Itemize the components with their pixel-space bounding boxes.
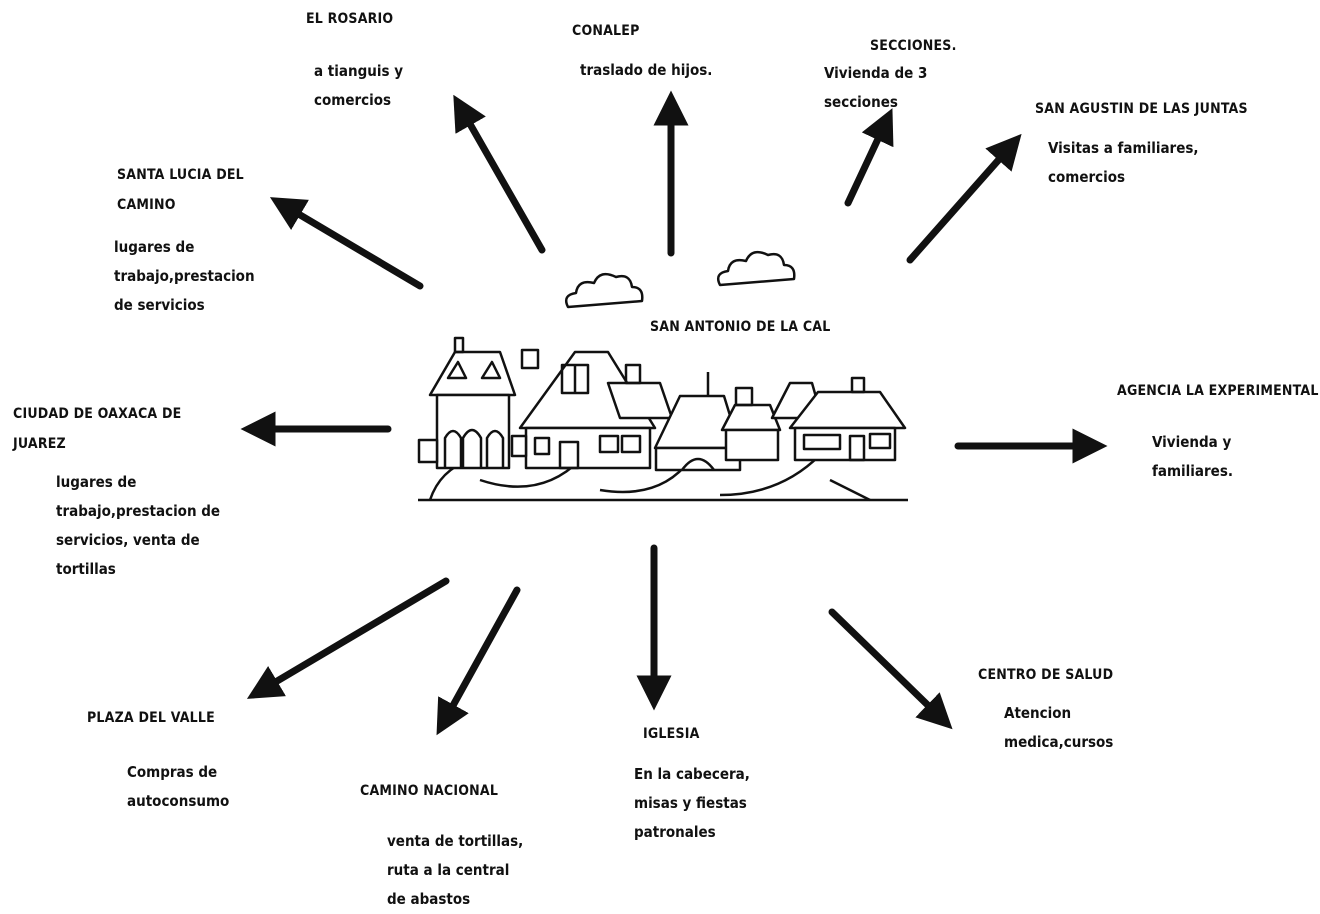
iglesia-title: IGLESIA — [643, 726, 700, 742]
conalep-title: CONALEP — [572, 23, 640, 39]
agencia-title: AGENCIA LA EXPERIMENTAL — [1117, 383, 1319, 399]
desc-line: Vivienda y — [1152, 433, 1232, 451]
desc-line: misas y fiestas — [634, 794, 747, 812]
desc-line: a tianguis y — [314, 62, 404, 80]
desc-line: de abastos — [387, 890, 471, 908]
plaza-valle-title: PLAZA DEL VALLE — [87, 710, 215, 726]
title-line: SANTA LUCIA DEL — [117, 167, 244, 183]
el-rosario-title: EL ROSARIO — [306, 11, 394, 27]
title-line: CIUDAD DE OAXACA DE — [13, 406, 182, 422]
desc-line: venta de tortillas, — [387, 832, 524, 850]
san-agustin-desc: Visitas a familiares, comercios — [1048, 134, 1199, 192]
iglesia-desc: En la cabecera, misas y fiestas patronal… — [634, 760, 750, 847]
desc-line: trabajo,prestacion — [114, 267, 255, 285]
desc-line: familiares. — [1152, 462, 1233, 480]
arrow-secciones — [844, 108, 894, 207]
village-illustration — [417, 250, 908, 502]
agencia-desc: Vivienda y familiares. — [1152, 428, 1233, 486]
desc-line: autoconsumo — [127, 792, 230, 810]
secciones-title: SECCIONES. — [870, 38, 957, 54]
centro-salud-title: CENTRO DE SALUD — [978, 667, 1114, 683]
el-rosario-desc: a tianguis y comercios — [314, 57, 403, 115]
santa-lucia-title: SANTA LUCIA DEL CAMINO — [117, 160, 244, 220]
arrow-santa-lucia — [269, 197, 424, 290]
title-line: CAMINO — [117, 197, 176, 213]
desc-line: lugares de — [56, 473, 137, 491]
plaza-valle-desc: Compras de autoconsumo — [127, 758, 229, 816]
arrow-camino-nacional — [436, 586, 521, 736]
cloud-icon — [717, 250, 796, 287]
center-title: SAN ANTONIO DE LA CAL — [650, 319, 831, 335]
desc-line: Vivienda de 3 — [824, 64, 928, 82]
desc-line: comercios — [1048, 168, 1126, 186]
centro-salud-desc: Atencion medica,cursos — [1004, 699, 1113, 757]
desc-line: de servicios — [114, 296, 205, 314]
camino-nacional-desc: venta de tortillas, ruta a la central de… — [387, 827, 523, 914]
san-agustin-title: SAN AGUSTIN DE LAS JUNTAS — [1035, 101, 1248, 117]
cloud-icon — [565, 272, 644, 309]
desc-line: secciones — [824, 93, 898, 111]
desc-line: medica,cursos — [1004, 733, 1114, 751]
desc-line: traslado de hijos. — [580, 61, 713, 79]
camino-nacional-title: CAMINO NACIONAL — [360, 783, 499, 799]
ciudad-oaxaca-title: CIUDAD DE OAXACA DE JUAREZ — [13, 399, 181, 459]
secciones-desc: Vivienda de 3 secciones — [824, 59, 927, 117]
conalep-desc: traslado de hijos. — [580, 56, 712, 85]
desc-line: Compras de — [127, 763, 218, 781]
arrow-centro-salud — [828, 608, 953, 730]
desc-line: ruta a la central — [387, 861, 510, 879]
title-line: JUAREZ — [13, 436, 66, 452]
arrow-san-agustin — [906, 133, 1022, 264]
santa-lucia-desc: lugares de trabajo,prestacion de servici… — [114, 233, 255, 320]
arrow-plaza-valle — [246, 577, 450, 699]
desc-line: comercios — [314, 91, 392, 109]
ciudad-oaxaca-desc: lugares de trabajo,prestacion de servici… — [56, 468, 220, 584]
desc-line: Visitas a familiares, — [1048, 139, 1199, 157]
desc-line: patronales — [634, 823, 716, 841]
desc-line: servicios, venta de — [56, 531, 200, 549]
desc-line: trabajo,prestacion de — [56, 502, 221, 520]
desc-line: tortillas — [56, 560, 116, 578]
desc-line: En la cabecera, — [634, 765, 750, 783]
desc-line: lugares de — [114, 238, 195, 256]
arrow-el-rosario — [453, 94, 546, 254]
desc-line: Atencion — [1004, 704, 1072, 722]
